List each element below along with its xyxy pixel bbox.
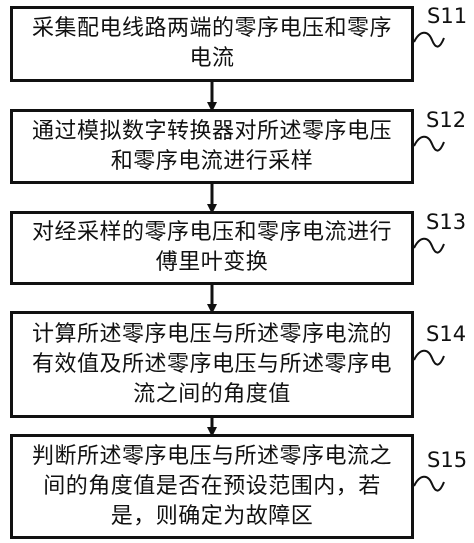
step-text-s12: 通过模拟数字转换器对所述零序电压和零序电流进行采样 xyxy=(31,118,392,174)
step-text-s15: 判断所述零序电压与所述零序电流之间的角度值是否在预设范围内，若是，则确定为故障区 xyxy=(31,443,392,529)
step-label-s13: S13 xyxy=(426,210,467,234)
step-box-s13: 对经采样的零序电压和零序电流进行傅里叶变换 xyxy=(10,211,414,285)
step-box-s12: 通过模拟数字转换器对所述零序电压和零序电流进行采样 xyxy=(10,109,414,184)
leader-squiggle-s13 xyxy=(413,237,445,254)
leader-squiggle-s14 xyxy=(413,349,445,366)
leader-squiggle-s15 xyxy=(413,475,445,492)
leader-squiggle-s11 xyxy=(413,31,445,48)
step-label-s15: S15 xyxy=(427,448,468,472)
step-box-s11: 采集配电线路两端的零序电压和零序电流 xyxy=(10,6,414,82)
step-box-s14: 计算所述零序电压与所述零序电流的有效值及所述零序电压与所述零序电流之间的角度值 xyxy=(10,311,414,418)
leader-squiggle-s12 xyxy=(413,135,445,152)
step-box-s15: 判断所述零序电压与所述零序电流之间的角度值是否在预设范围内，若是，则确定为故障区 xyxy=(10,434,414,539)
step-text-s14: 计算所述零序电压与所述零序电流的有效值及所述零序电压与所述零序电流之间的角度值 xyxy=(31,321,392,407)
step-label-s12: S12 xyxy=(426,108,467,132)
step-text-s11: 采集配电线路两端的零序电压和零序电流 xyxy=(31,16,392,71)
step-label-s14: S14 xyxy=(426,322,467,346)
step-label-s11: S11 xyxy=(427,4,468,28)
step-text-s13: 对经采样的零序电压和零序电流进行傅里叶变换 xyxy=(31,220,392,275)
